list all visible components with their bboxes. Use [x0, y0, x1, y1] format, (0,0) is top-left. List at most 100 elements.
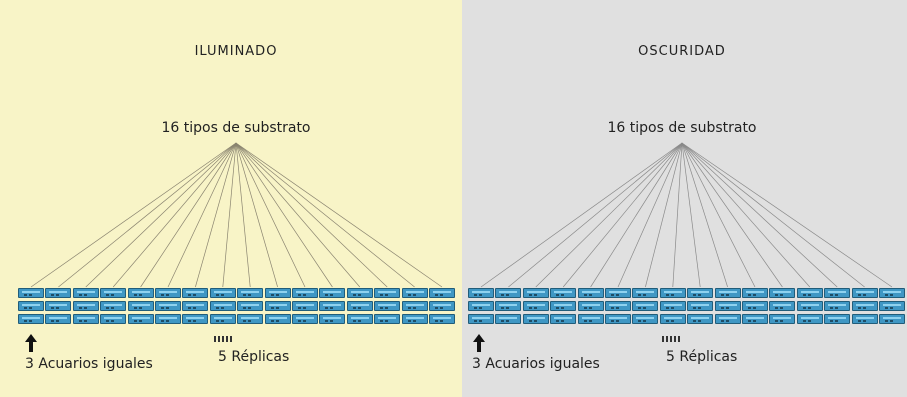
aquarium-tank — [401, 288, 428, 298]
aquarium-tank — [127, 314, 154, 324]
aquarium-tank — [550, 314, 577, 324]
aquarium-tank — [18, 288, 44, 298]
aquarium-tank — [796, 288, 823, 298]
aquarium-tank — [155, 288, 181, 298]
aquarium-tank — [824, 314, 851, 324]
substrate-label-iluminado: 16 tipos de substrato — [161, 120, 311, 136]
aquarium-tank — [264, 314, 291, 324]
aquarium-tank — [182, 314, 209, 324]
aquarium-tank — [182, 301, 209, 311]
substrate-line — [681, 142, 865, 288]
aquarium-tank — [374, 288, 401, 298]
aquarium-tank — [632, 288, 659, 298]
aquarium-tank — [127, 288, 154, 298]
substrate-line — [235, 142, 278, 288]
aquarium-tank — [659, 301, 686, 311]
aquarium-tank — [468, 314, 494, 324]
aquarium-tank — [319, 288, 346, 298]
aquarium-tank — [742, 288, 768, 298]
substrate-line — [140, 142, 237, 288]
aquarium-tank — [155, 314, 181, 324]
substrate-line — [30, 142, 237, 288]
panel-title-oscuridad: OSCURIDAD — [638, 44, 726, 59]
aquarium-tank — [769, 314, 796, 324]
aquarium-tank — [72, 301, 99, 311]
aquarium-tank — [851, 314, 878, 324]
aquarium-tank — [522, 288, 549, 298]
aquarium-tank — [769, 301, 796, 311]
aquarium-tank — [72, 288, 99, 298]
aquarium-tank — [796, 301, 823, 311]
substrate-line — [562, 142, 683, 288]
substrate-line — [85, 142, 237, 288]
aquarium-tank — [45, 301, 72, 311]
aquarium-tank — [550, 301, 577, 311]
substrate-line — [508, 142, 683, 288]
substrate-line — [195, 142, 237, 288]
aquarium-tank — [879, 314, 905, 324]
arrow-up-icon — [473, 334, 485, 352]
substrate-line — [590, 142, 683, 288]
aquarium-tank — [687, 314, 714, 324]
substrate-line — [681, 142, 838, 288]
aquarium-tank — [45, 314, 72, 324]
substrate-line — [672, 142, 683, 288]
replicas-label-oscuridad: 5 Réplicas — [666, 349, 738, 365]
aquarium-tank — [495, 314, 522, 324]
aquarium-tank — [155, 301, 181, 311]
aquarium-tank — [824, 288, 851, 298]
substrate-line — [235, 142, 415, 288]
aquarium-tank — [292, 288, 318, 298]
aquarium-tank — [100, 314, 127, 324]
aquarium-tank — [879, 301, 905, 311]
aquarium-tank — [429, 301, 455, 311]
aquarium-tank — [632, 301, 659, 311]
aquarium-tank — [237, 301, 264, 311]
aquarium-tank — [605, 301, 631, 311]
aquarium-tank — [237, 314, 264, 324]
aquarium-tank — [401, 301, 428, 311]
aquarium-tank — [687, 288, 714, 298]
aquarium-tank — [851, 301, 878, 311]
aquarium-tank — [264, 301, 291, 311]
substrate-line — [645, 142, 683, 288]
substrate-line — [681, 142, 783, 288]
aquarium-tank — [577, 288, 604, 298]
replicas-label-iluminado: 5 Réplicas — [218, 349, 290, 365]
aquarium-tank — [209, 301, 236, 311]
aquarium-tank — [742, 301, 768, 311]
aquarium-tank — [824, 301, 851, 311]
substrate-line — [480, 142, 683, 288]
aquarium-tank — [374, 301, 401, 311]
substrate-line — [535, 142, 683, 288]
aquarium-tank — [495, 301, 522, 311]
aquarium-tank — [714, 301, 741, 311]
substrate-line — [235, 142, 306, 288]
aquarium-tank — [659, 314, 686, 324]
aquarium-tank — [182, 288, 209, 298]
substrate-line — [681, 142, 756, 288]
aquarium-tank — [72, 314, 99, 324]
aquarium-tank — [100, 288, 127, 298]
panel-title-iluminado: ILUMINADO — [194, 44, 278, 59]
substrate-line — [222, 142, 237, 288]
aquarium-tank — [522, 301, 549, 311]
aquarium-tank — [18, 314, 44, 324]
aquarium-tank — [632, 314, 659, 324]
substrate-line — [235, 142, 333, 288]
aquarium-tank — [45, 288, 72, 298]
aquarium-tank — [237, 288, 264, 298]
arrow-up-icon — [25, 334, 37, 352]
substrate-label-oscuridad: 16 tipos de substrato — [607, 120, 757, 136]
substrate-line — [235, 142, 361, 288]
replicas-marker-iluminado — [214, 336, 232, 342]
aquaria-label-iluminado: 3 Acuarios iguales — [25, 356, 153, 372]
aquarium-tank — [429, 314, 455, 324]
aquarium-tank — [796, 314, 823, 324]
aquarium-tank — [209, 314, 236, 324]
aquarium-tank — [495, 288, 522, 298]
aquarium-tank — [18, 301, 44, 311]
substrate-line — [235, 142, 388, 288]
aquarium-tank — [687, 301, 714, 311]
